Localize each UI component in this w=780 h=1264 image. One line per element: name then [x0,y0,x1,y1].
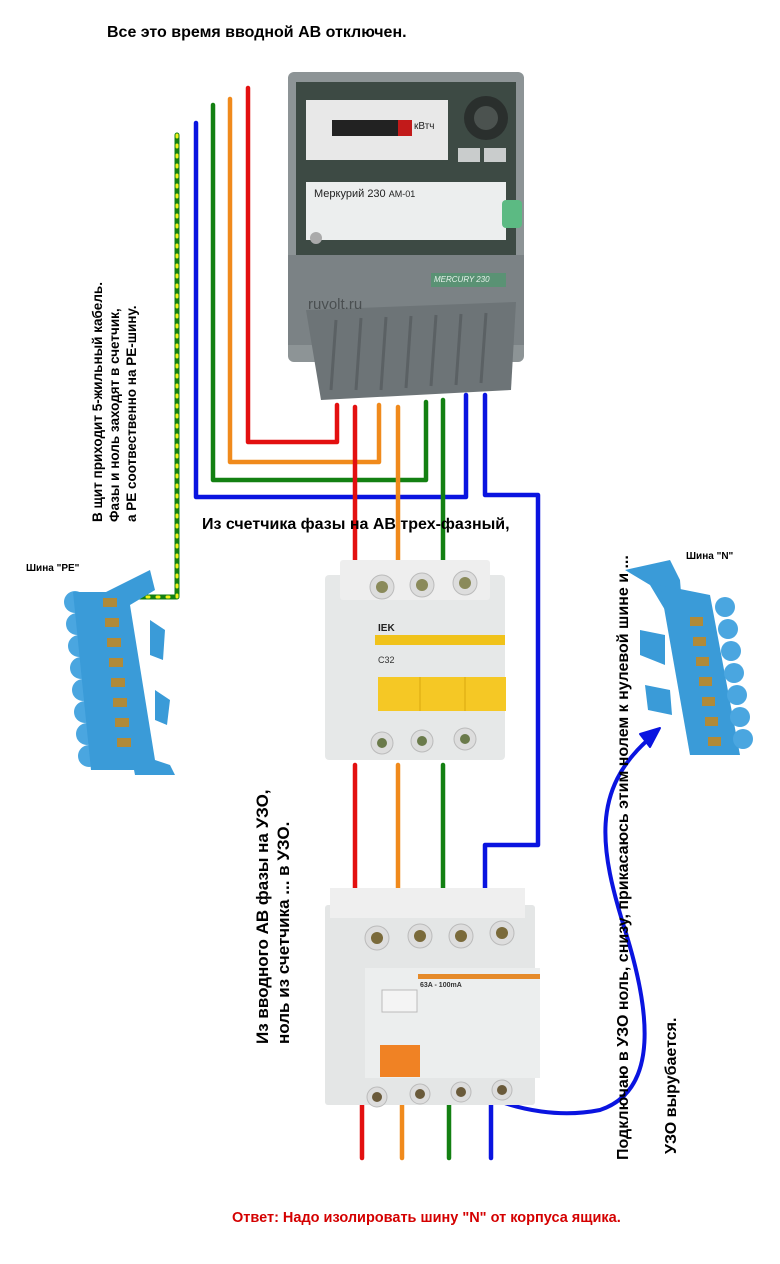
incoming-n-wire [193,120,469,500]
incoming-l2-wire [227,96,382,465]
arrow-head-icon [639,727,661,748]
pe-bus-bar [55,560,195,780]
middle-note: Из счетчика фазы на АВ трех-фазный, [202,516,510,533]
bus-pe-label: Шина "PE" [26,563,80,574]
answer-text: Ответ: Надо изолировать шину "N" от корп… [232,1210,621,1226]
left-note-line-2: Фазы и ноль заходят в счетчик, [106,308,122,522]
pe-wire-yellow [108,133,179,599]
meter-watermark: ruvolt.ru [308,296,363,313]
incoming-l1-wire [245,85,340,445]
meter-counter-unit: кВтч [414,121,435,132]
breaker-brand: IEK [378,623,395,634]
lower-left-note-line-1: Из вводного АВ фазы на УЗО, [253,789,272,1044]
meter-to-rcd-neutral [482,392,541,893]
rcd-4p: 63A - 100mA [320,880,545,1110]
bus-n-label: Шина "N" [686,551,734,562]
left-note-line-3: а PE соотвественно на PE-шину. [123,305,139,523]
meter-nameplate: MERCURY 230 [434,275,490,284]
meter-brand-name: Меркурий [314,188,365,200]
left-note-line-1: В щит приходит 5-жильный кабель. [90,282,105,522]
left-note: В щит приходит 5-жильный кабель. Фазы и … [90,282,141,522]
incoming-l3-wire [210,102,429,483]
lower-left-note-line-2: ноль из счетчика ... в УЗО. [274,821,294,1044]
meter-model: 230 [367,188,386,200]
right-note-line-1: Подключаю в УЗО ноль, снизу, прикасаюсь … [615,555,632,1160]
n-bus-bar [620,555,770,760]
meter-brand: Меркурий 230 АМ-01 [314,188,415,200]
meter-variant: АМ-01 [388,189,416,199]
neutral-loop-to-n-bus [489,736,652,1116]
electricity-meter: кВтч Меркурий 230 АМ-01 ruvolt.ru MERCUR… [286,70,526,410]
lower-left-note: Из вводного АВ фазы на УЗО, ноль из счет… [252,789,295,1044]
breaker-rating: C32 [378,655,395,665]
title-text: Все это время вводной АВ отключен. [107,24,407,41]
rcd-rating: 63A - 100mA [420,982,462,989]
circuit-breaker-3p: IEK C32 [320,555,510,765]
right-note-line-2: УЗО вырубается. [663,1017,680,1154]
right-note: Подключаю в УЗО ноль, снизу, прикасаюсь … [600,555,696,1160]
